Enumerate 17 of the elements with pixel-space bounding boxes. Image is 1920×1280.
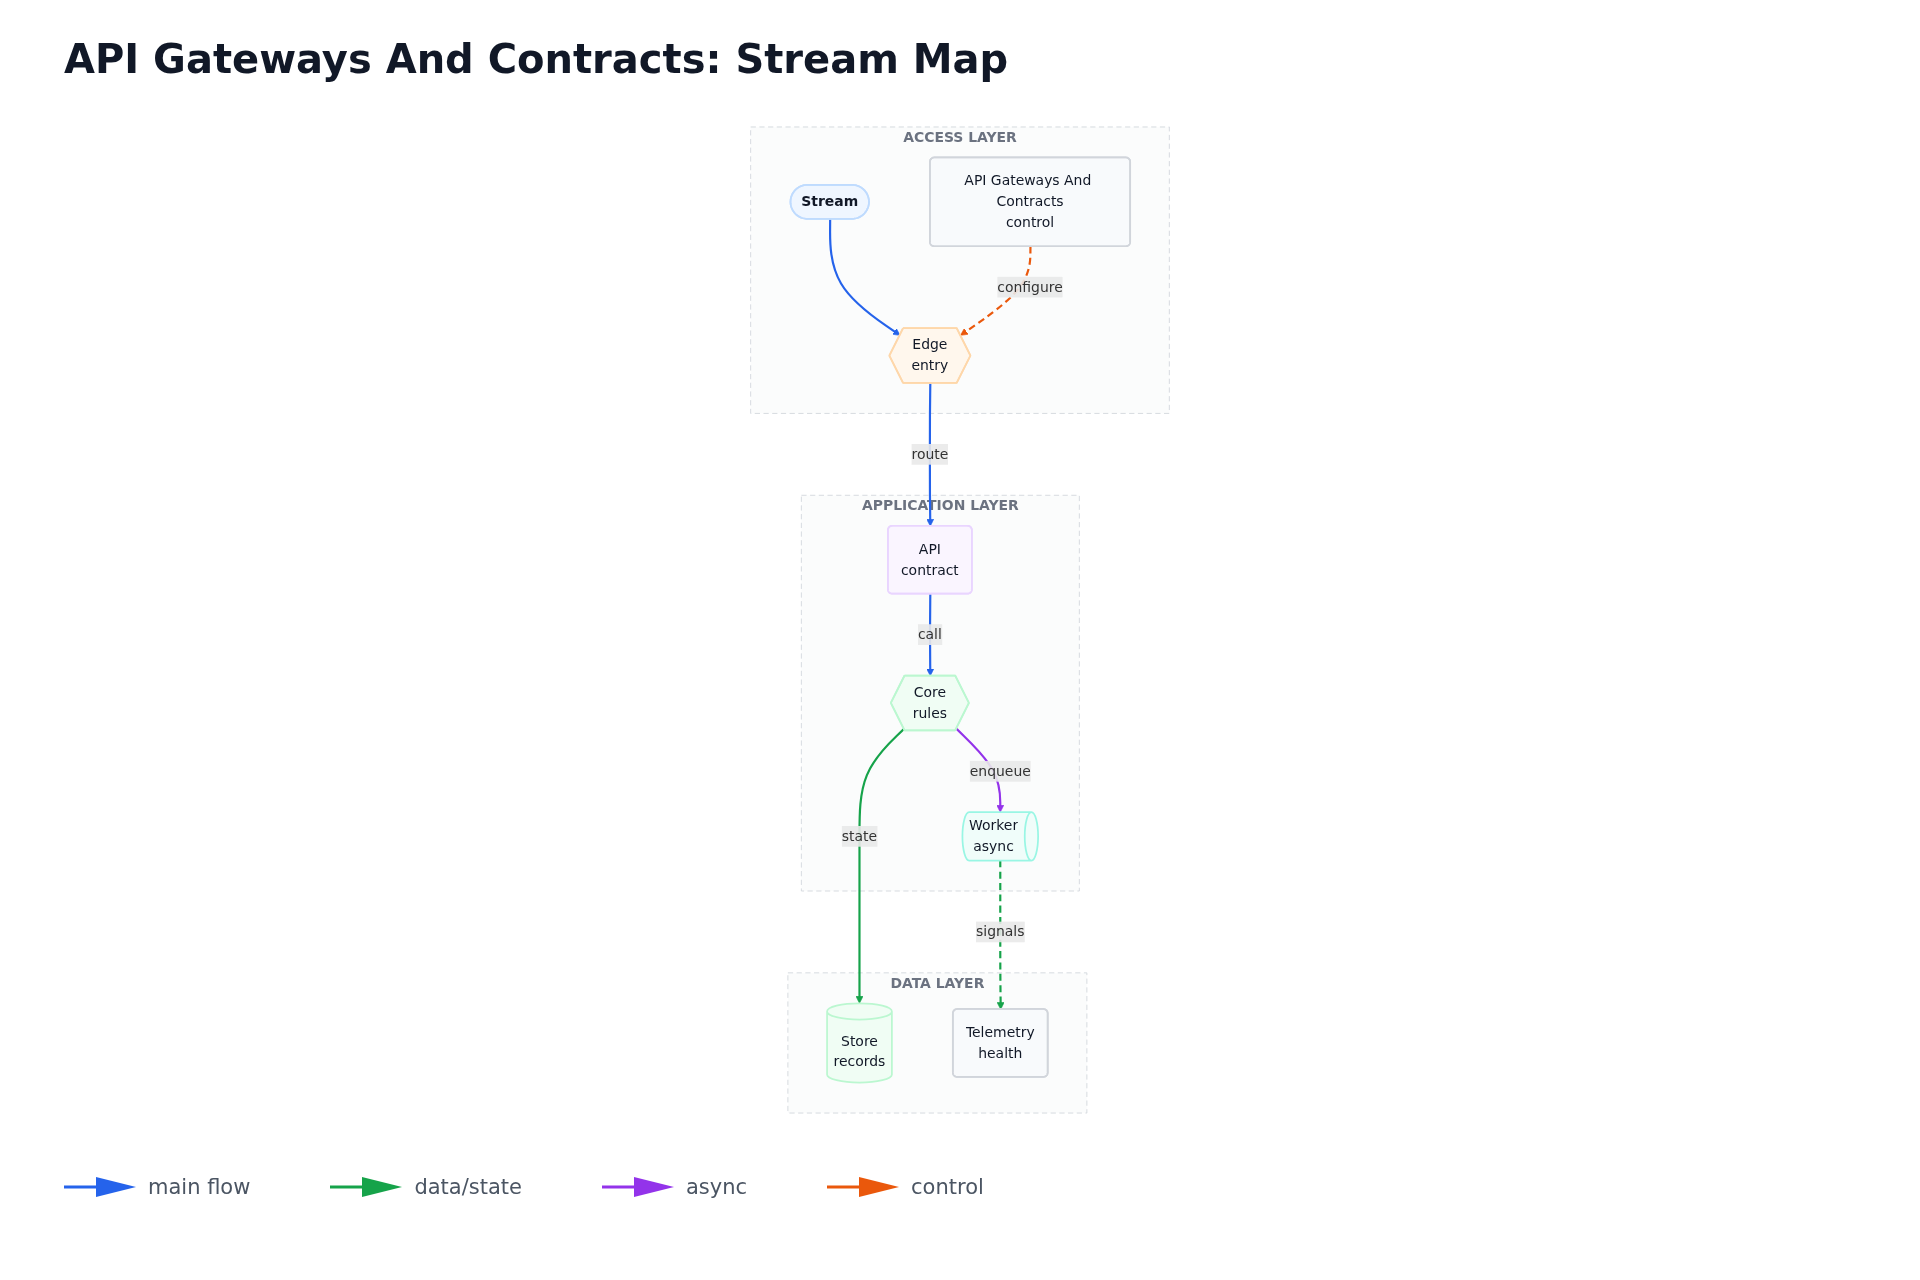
legend-label: data/state (414, 1175, 522, 1199)
diagram-title: API Gateways And Contracts: Stream Map (64, 36, 1009, 82)
arrow (926, 383, 935, 527)
legend-label: main flow (148, 1175, 251, 1199)
arrow (855, 728, 905, 1004)
node-text: Worker async (969, 817, 1019, 855)
edge-label: call (917, 625, 942, 643)
arrow (996, 860, 1005, 1010)
edge-label: enqueue (969, 762, 1031, 780)
legend-label: async (686, 1175, 748, 1199)
edge-label: configure (997, 278, 1063, 296)
edge-label: route (911, 445, 949, 463)
arrow (960, 246, 1032, 336)
legend-label: control (911, 1175, 984, 1199)
edge-label: signals (976, 923, 1025, 940)
edge-label: state (841, 827, 878, 845)
arrow (829, 219, 901, 336)
